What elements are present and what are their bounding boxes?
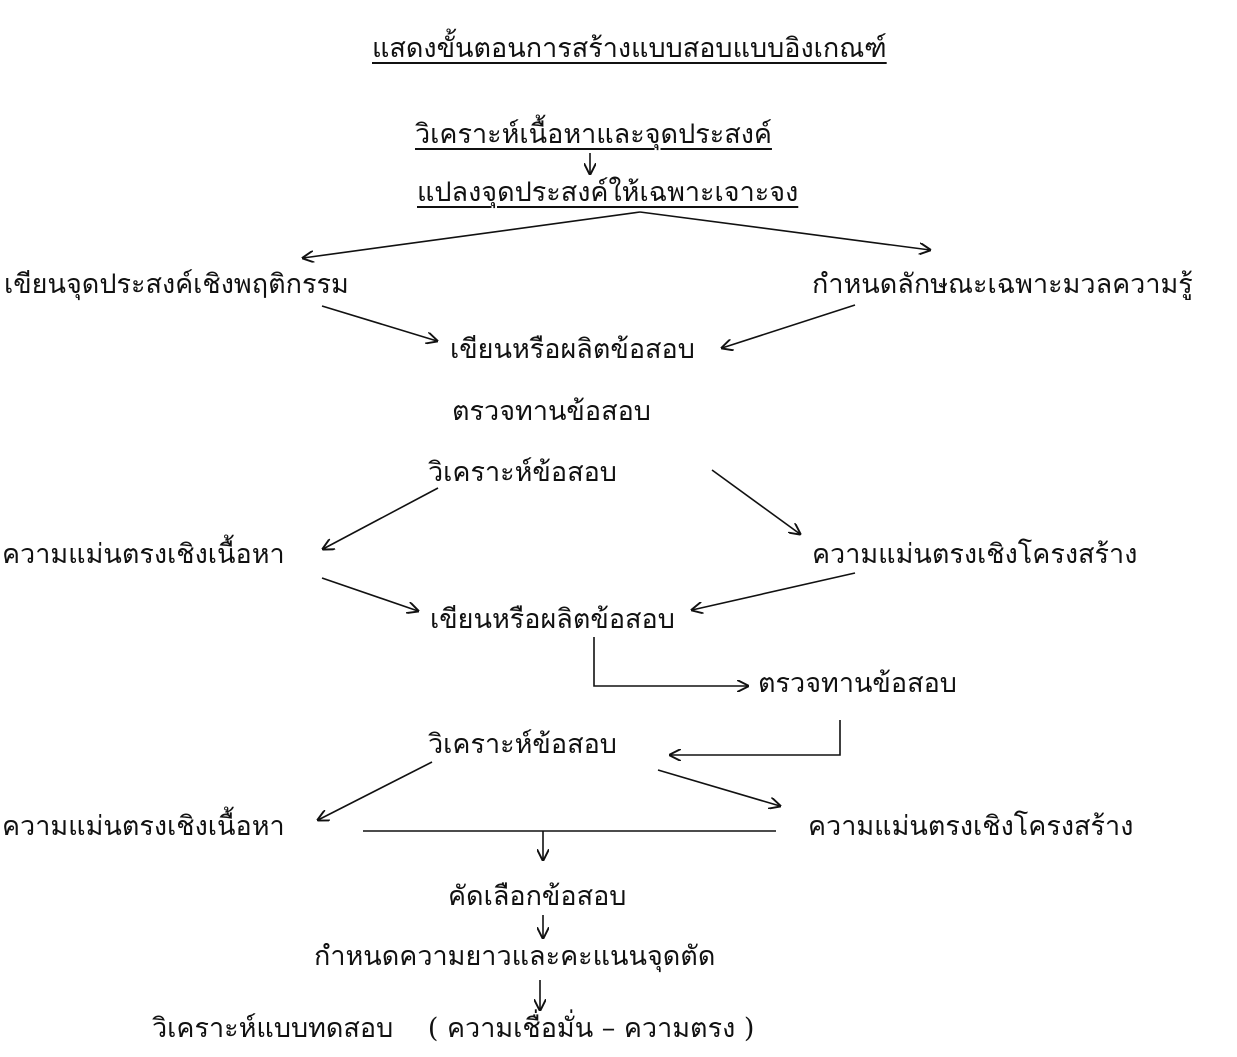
arrow-behavioral-to-write1 (321, 305, 437, 341)
arrow-analyze1-to-construct-validity1 (711, 469, 800, 534)
step-review-items-2: ตรวจทานข้อสอบ (758, 668, 957, 699)
arrow-convert-to-behavioral (303, 211, 641, 258)
step-write-items-1: เขียนหรือผลิตข้อสอบ (450, 334, 695, 365)
test-analysis-label: วิเคราะห์แบบทดสอบ (152, 1013, 394, 1044)
arrow-content-validity1-to-write2 (321, 577, 418, 611)
step-content-specification: กำหนดลักษณะเฉพาะมวลความรู้ (812, 269, 1193, 300)
step-write-items-2: เขียนหรือผลิตข้อสอบ (430, 604, 675, 635)
arrow-review2-to-analyze2 (670, 720, 841, 755)
step-analyze-content: วิเคราะห์เนื้อหาและจุดประสงค์ (415, 119, 772, 150)
step-content-validity-1: ความแม่นตรงเชิงเนื้อหา (2, 539, 285, 570)
arrow-convert-to-content-spec (639, 211, 930, 250)
arrow-analyze1-to-content-validity1 (323, 487, 439, 549)
step-behavioral-objectives: เขียนจุดประสงค์เชิงพฤติกรรม (4, 269, 349, 300)
arrow-analyze2-to-construct-validity2 (657, 769, 780, 806)
step-construct-validity-2: ความแม่นตรงเชิงโครงสร้าง (808, 811, 1134, 842)
arrow-write2-to-review2 (593, 637, 748, 686)
step-test-analysis: วิเคราะห์แบบทดสอบ ( ความเชื่อมั่น – ความ… (152, 1012, 754, 1046)
step-review-items-1: ตรวจทานข้อสอบ (452, 396, 651, 427)
arrow-construct-validity1-to-write2 (692, 572, 856, 610)
step-convert-objectives: แปลงจุดประสงค์ให้เฉพาะเจาะจง (417, 177, 799, 208)
step-construct-validity-1: ความแม่นตรงเชิงโครงสร้าง (812, 539, 1138, 570)
arrow-content-spec-to-write1 (722, 304, 856, 348)
step-select-items: คัดเลือกข้อสอบ (448, 881, 627, 912)
step-content-validity-2: ความแม่นตรงเชิงเนื้อหา (2, 811, 285, 842)
step-length-cutoff: กำหนดความยาวและคะแนนจุดตัด (314, 941, 716, 972)
arrow-analyze2-to-content-validity2 (318, 761, 433, 820)
test-analysis-detail: ( ความเชื่อมั่น – ความตรง ) (427, 1013, 755, 1044)
step-analyze-items-1: วิเคราะห์ข้อสอบ (428, 457, 617, 488)
step-analyze-items-2: วิเคราะห์ข้อสอบ (428, 729, 617, 760)
diagram-title: แสดงขั้นตอนการสร้างแบบสอบแบบอิงเกณฑ์ (372, 33, 887, 64)
